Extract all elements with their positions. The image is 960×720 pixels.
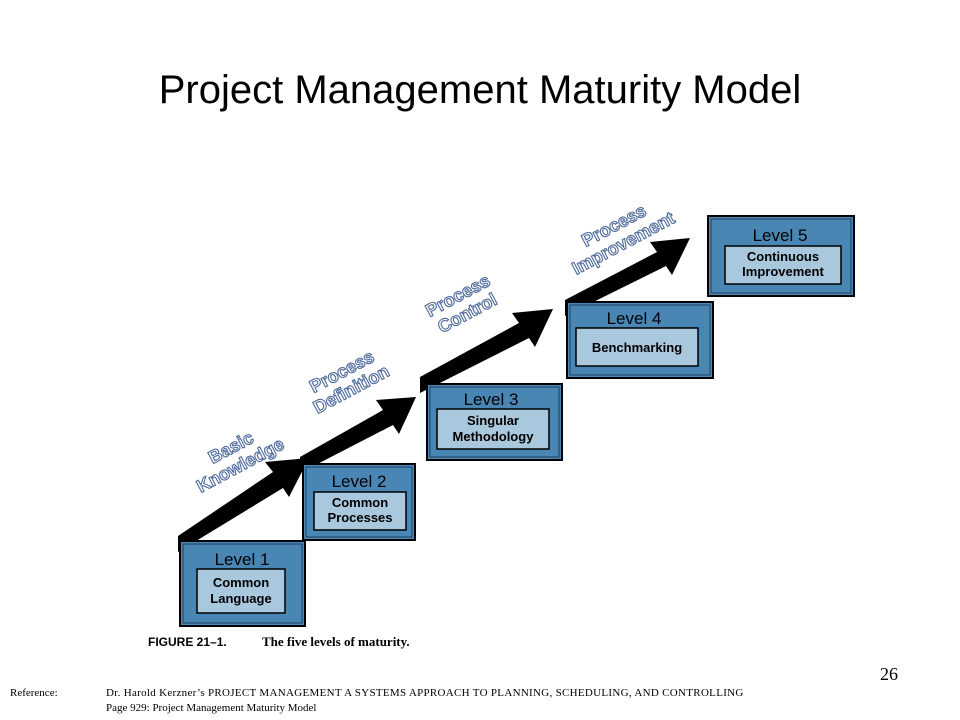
level-box-5: Level 5 Continuous Improvement — [707, 215, 855, 297]
level-3-line-2: Methodology — [453, 429, 535, 444]
arrow-label-2: Process Definition — [306, 346, 393, 418]
level-2-heading: Level 2 — [332, 472, 387, 491]
arrow-3 — [420, 309, 553, 393]
slide-number: 26 — [880, 664, 898, 684]
level-3-line-1: Singular — [467, 413, 519, 428]
level-1-line-2: Language — [210, 591, 271, 606]
level-box-2: Level 2 Common Processes — [302, 463, 416, 541]
level-5-line-2: Improvement — [742, 264, 824, 279]
level-box-3: Level 3 Singular Methodology — [426, 383, 563, 461]
level-1-heading: Level 1 — [215, 550, 270, 569]
arrow-label-3: Process Control — [422, 270, 501, 338]
level-2-line-1: Common — [332, 495, 388, 510]
level-5-heading: Level 5 — [753, 226, 808, 245]
figure-caption-text: The five levels of maturity. — [262, 634, 410, 649]
level-4-heading: Level 4 — [607, 309, 662, 328]
arrow-4 — [565, 238, 690, 316]
reference-label: Reference: — [10, 687, 58, 699]
arrow-2 — [300, 397, 416, 473]
level-box-1: Level 1 Common Language — [179, 540, 306, 627]
level-2-line-2: Processes — [327, 510, 392, 525]
reference-page: Page 929: Project Management Maturity Mo… — [106, 702, 317, 714]
level-1-line-1: Common — [213, 575, 269, 590]
page-title: Project Management Maturity Model — [158, 68, 802, 112]
reference-citation: Dr. Harold Kerzner’s PROJECT MANAGEMENT … — [106, 687, 744, 699]
figure-caption: FIGURE 21–1. The five levels of maturity… — [148, 634, 410, 649]
level-box-4: Level 4 Benchmarking — [566, 301, 714, 379]
figure-caption-number: FIGURE 21–1. — [148, 635, 227, 649]
level-5-line-1: Continuous — [747, 249, 819, 264]
level-3-heading: Level 3 — [464, 390, 519, 409]
level-4-line-1: Benchmarking — [592, 340, 682, 355]
arrow-1 — [178, 458, 309, 552]
